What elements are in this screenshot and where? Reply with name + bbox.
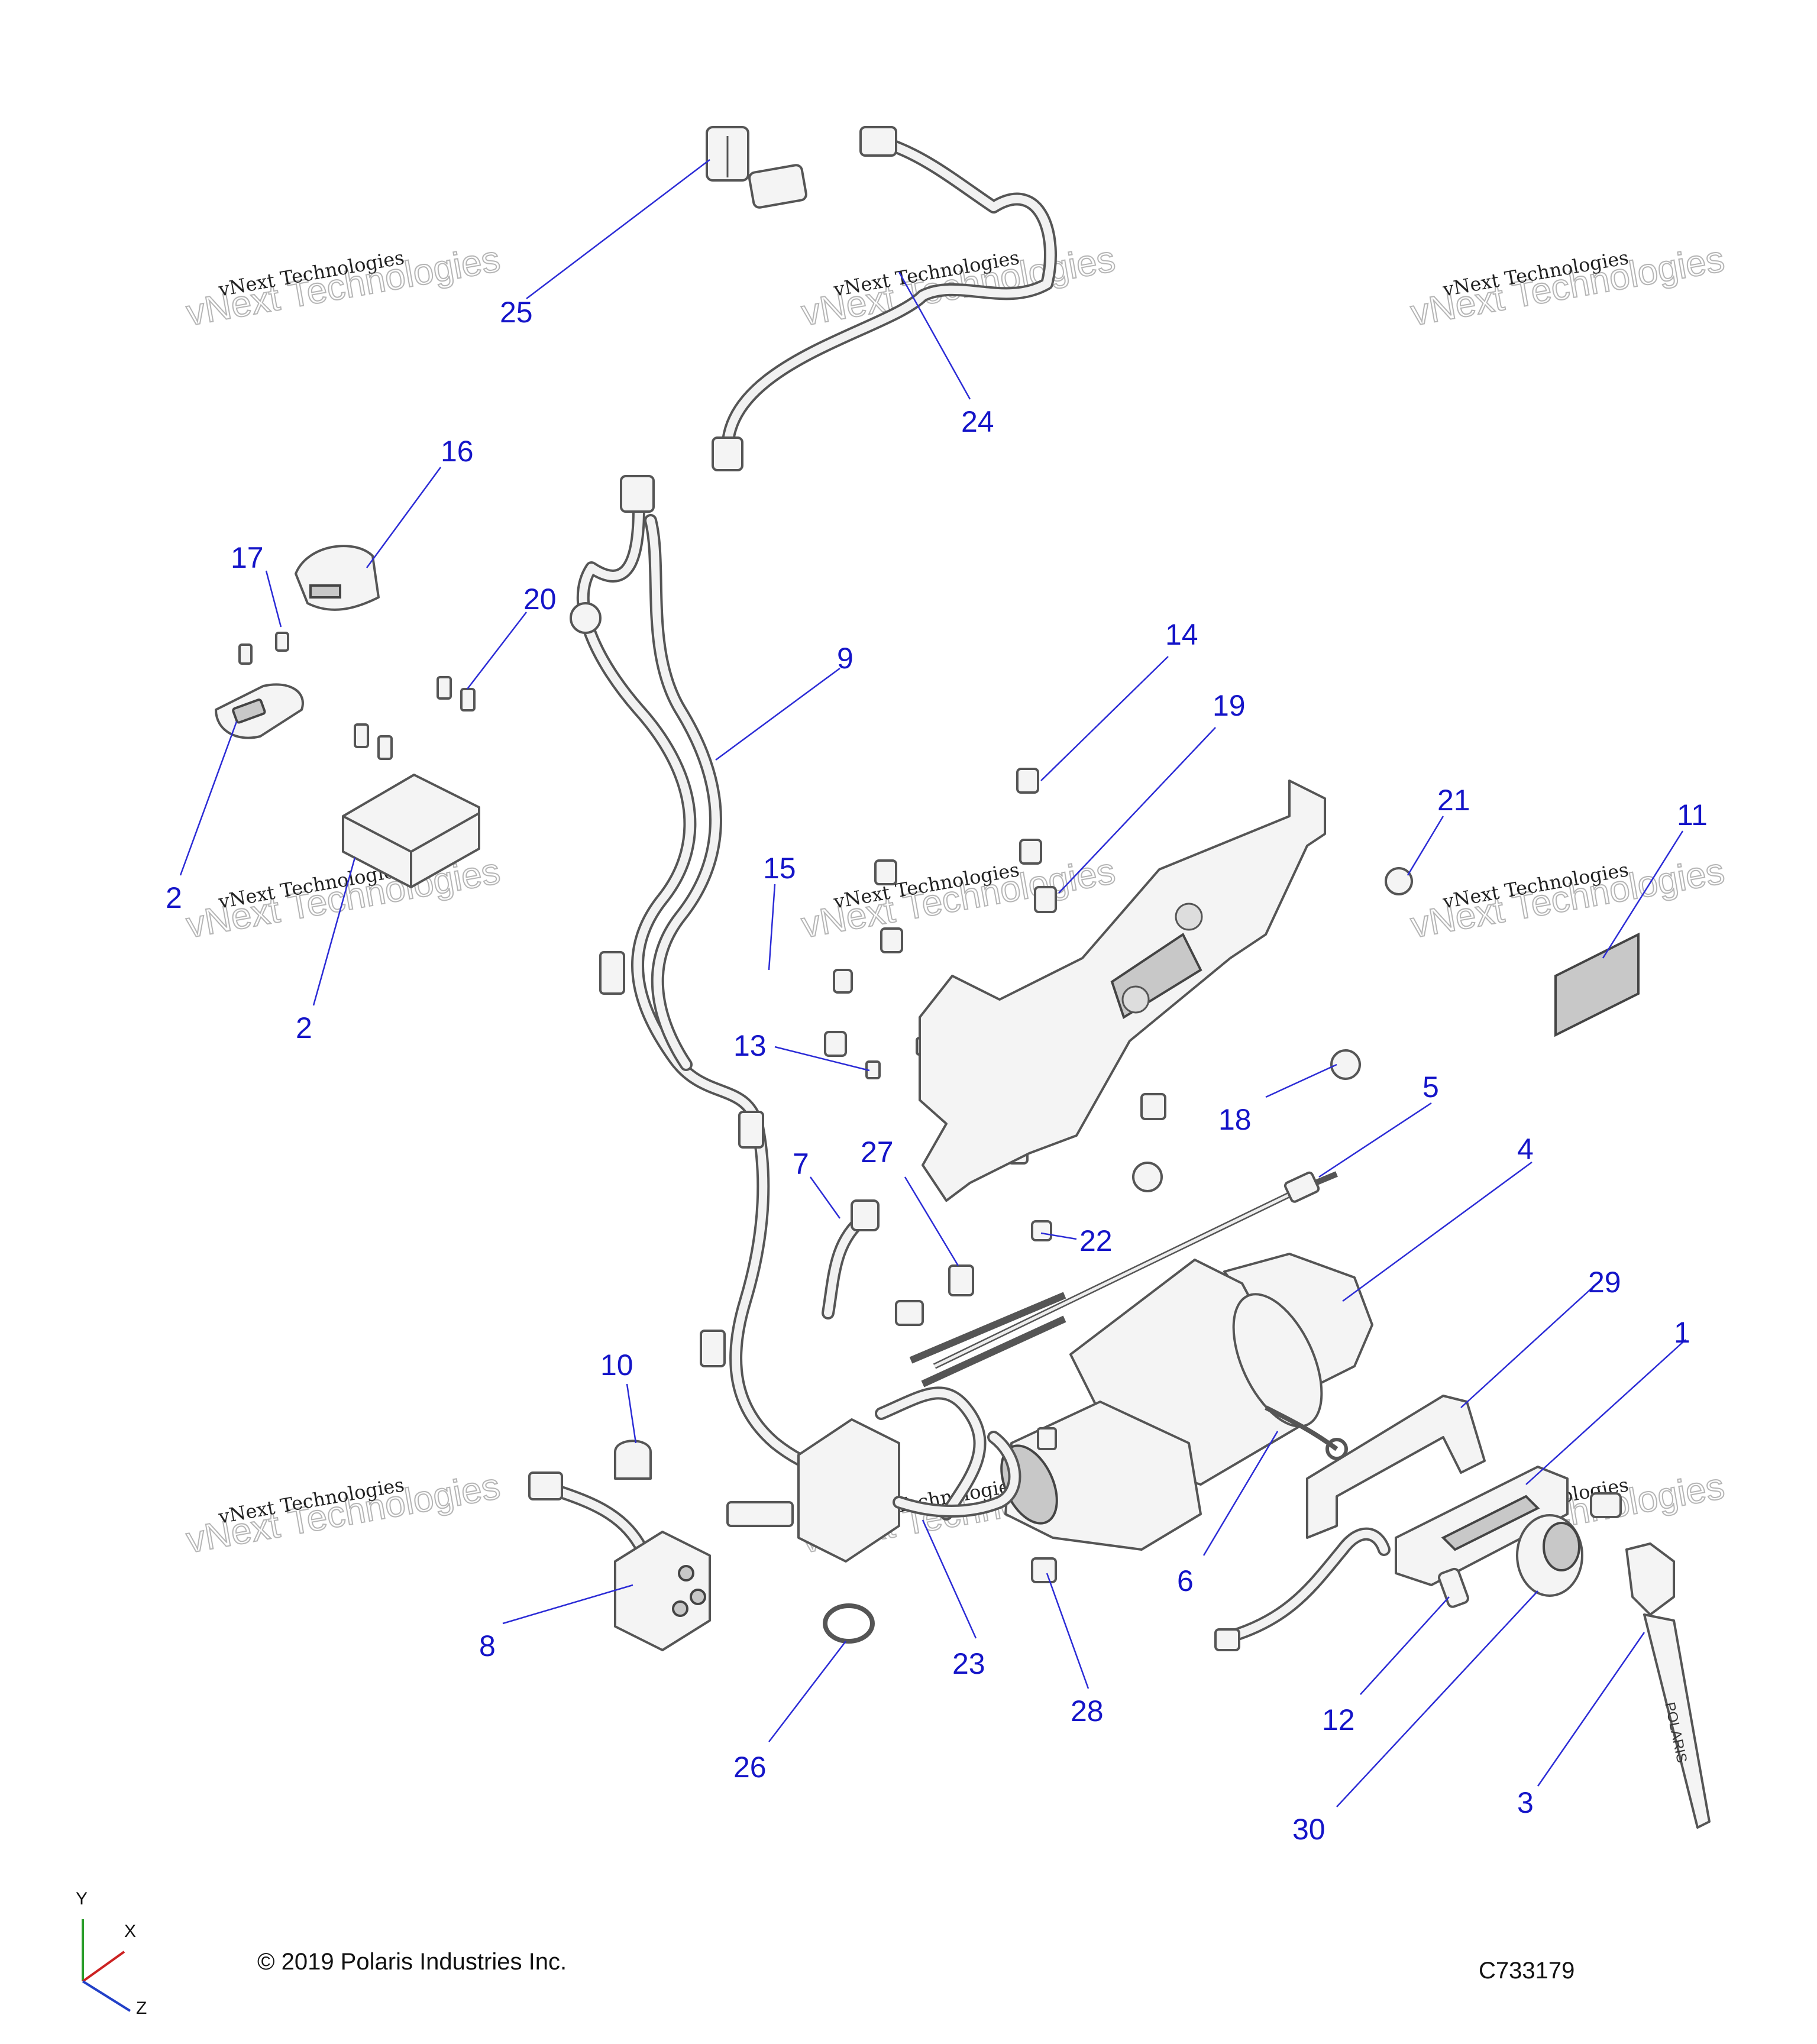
watermark-group: vNext Technologies vNext Technologies vN… bbox=[183, 238, 1728, 1561]
part-cable-terminal bbox=[1214, 1527, 1391, 1651]
part-16-bracket bbox=[295, 545, 380, 611]
callout-20: 20 bbox=[523, 583, 557, 616]
axis-z-line bbox=[82, 1980, 131, 2012]
part-18-nut bbox=[1132, 1049, 1361, 1192]
part-24-harness bbox=[712, 126, 1057, 471]
callout-8: 8 bbox=[479, 1629, 496, 1663]
callout-14: 14 bbox=[1165, 618, 1198, 651]
callout-numbers: 25 24 16 17 20 9 14 19 21 11 2 2 15 13 1… bbox=[166, 296, 1708, 1846]
part-7-boot bbox=[822, 1199, 880, 1319]
callout-26: 26 bbox=[733, 1751, 767, 1784]
part-25-connector bbox=[706, 126, 807, 209]
watermark-top-right: vNext Technologies vNext Technologies bbox=[1407, 238, 1728, 334]
callout-6: 6 bbox=[1177, 1564, 1194, 1597]
part-2-module bbox=[342, 774, 480, 888]
callout-5: 5 bbox=[1422, 1070, 1439, 1104]
axis-y-label: Y bbox=[76, 1889, 88, 1909]
copyright-text: © 2019 Polaris Industries Inc. bbox=[257, 1949, 567, 1975]
watermark-bottom-left: vNext Technologies vNext Technologies bbox=[183, 1465, 503, 1561]
callout-17: 17 bbox=[231, 541, 264, 574]
part-mounting-plate bbox=[919, 780, 1326, 1202]
callout-25: 25 bbox=[500, 296, 533, 329]
watermark-top-center: vNext Technologies vNext Technologies bbox=[798, 238, 1118, 334]
callout-13: 13 bbox=[733, 1029, 767, 1062]
callout-19: 19 bbox=[1213, 689, 1246, 722]
part-1-fairlead bbox=[1395, 1466, 1622, 1586]
part-11-label bbox=[1554, 932, 1640, 1037]
callout-16: 16 bbox=[441, 435, 474, 468]
part-23-solenoid-harness bbox=[726, 1292, 1066, 1563]
callout-28: 28 bbox=[1071, 1694, 1104, 1728]
part-9-main-harness bbox=[570, 475, 846, 1485]
callout-29: 29 bbox=[1588, 1266, 1621, 1299]
part-27-clip bbox=[948, 1264, 974, 1296]
part-21-nut bbox=[1385, 867, 1413, 895]
part-26-clamp bbox=[823, 1603, 875, 1644]
callout-1: 1 bbox=[1674, 1316, 1690, 1349]
watermark-mid-right: vNext Technologies vNext Technologies bbox=[1407, 850, 1728, 946]
drawing-id: C733179 bbox=[1479, 1958, 1574, 1984]
part-20-screws bbox=[354, 676, 476, 760]
part-28-clip bbox=[1031, 1557, 1057, 1583]
callout-2a: 2 bbox=[166, 881, 182, 914]
part-29-bracket bbox=[1306, 1395, 1486, 1539]
callout-24: 24 bbox=[961, 405, 994, 438]
callout-30: 30 bbox=[1292, 1813, 1325, 1846]
callout-15: 15 bbox=[763, 852, 796, 885]
callout-9: 9 bbox=[837, 642, 853, 675]
axis-z-label: Z bbox=[136, 1998, 147, 2018]
part-30-drum bbox=[1516, 1514, 1583, 1597]
axis-x-line bbox=[82, 1951, 125, 1982]
callout-22: 22 bbox=[1079, 1224, 1113, 1257]
part-2-switch bbox=[215, 683, 304, 739]
callout-27: 27 bbox=[861, 1136, 894, 1169]
watermark-mid-center: vNext Technologies vNext Technologies bbox=[798, 850, 1118, 946]
part-3-hook-strap: POLARIS bbox=[1625, 1542, 1711, 1829]
callout-23: 23 bbox=[952, 1647, 985, 1680]
callout-21: 21 bbox=[1437, 784, 1470, 817]
leader-lines bbox=[179, 159, 1686, 1807]
callout-10: 10 bbox=[600, 1348, 633, 1382]
part-12-bolt bbox=[1438, 1567, 1469, 1608]
part-17-screws bbox=[238, 632, 289, 665]
callout-18: 18 bbox=[1218, 1103, 1252, 1136]
callout-7: 7 bbox=[793, 1147, 809, 1181]
watermark-top-left: vNext Technologies vNext Technologies bbox=[183, 238, 503, 334]
callout-2b: 2 bbox=[296, 1011, 312, 1044]
callout-3: 3 bbox=[1517, 1786, 1534, 1819]
axis-x-label: X bbox=[124, 1922, 136, 1941]
part-4-winch bbox=[1000, 1253, 1373, 1551]
callout-11: 11 bbox=[1677, 798, 1708, 832]
axis-triad: Y X Z bbox=[76, 1889, 147, 2018]
callout-12: 12 bbox=[1322, 1703, 1355, 1736]
part-6-wire bbox=[1265, 1405, 1348, 1460]
part-8-contactor bbox=[528, 1471, 711, 1651]
part-10-clamp bbox=[614, 1440, 652, 1480]
part-5-cable bbox=[933, 1171, 1338, 1369]
callout-4: 4 bbox=[1517, 1133, 1534, 1166]
